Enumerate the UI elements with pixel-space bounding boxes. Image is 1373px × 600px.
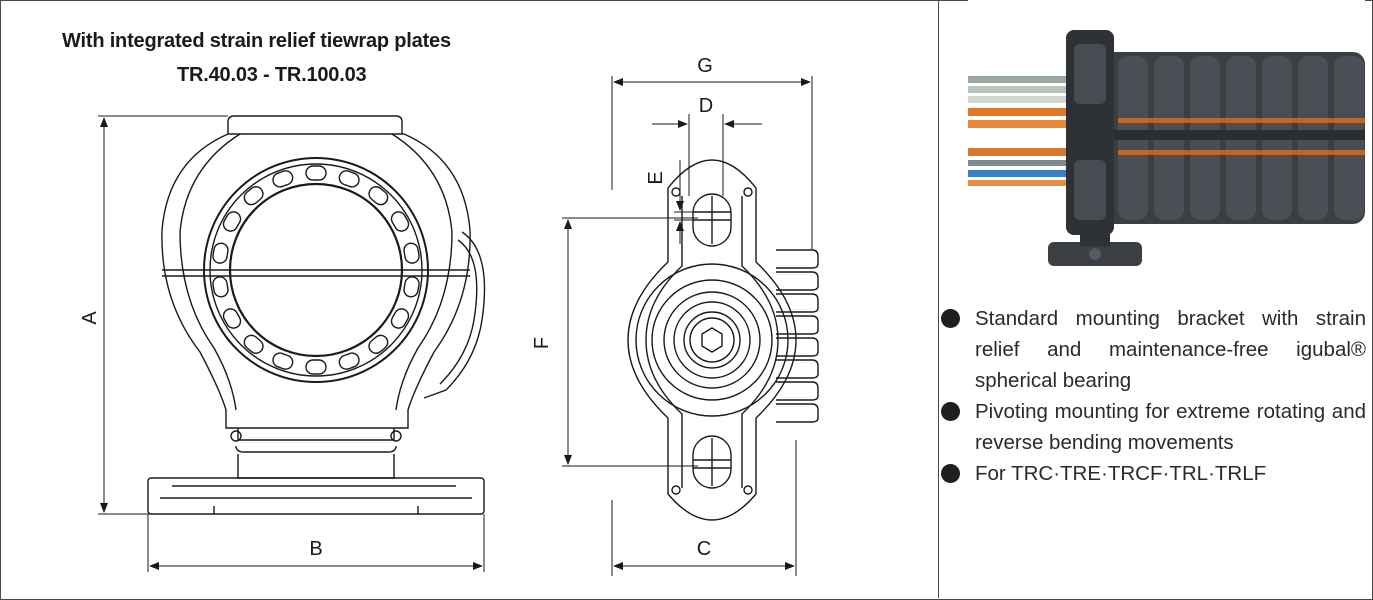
tiewrap-slot	[403, 242, 420, 264]
strain-relief-fin	[776, 403, 819, 423]
bullet-icon	[941, 402, 960, 421]
dim-label-a: A	[79, 311, 101, 325]
strain-relief-fin	[776, 337, 819, 357]
drawing-subtitle: TR.40.03 - TR.100.03	[177, 64, 367, 86]
feature-text: Pivoting mounting for extreme rotating a…	[975, 400, 1366, 454]
technical-drawing: A B	[79, 55, 819, 576]
tiewrap-slot	[243, 186, 264, 206]
tiewrap-slot	[222, 211, 242, 232]
dim-label-g: G	[697, 55, 713, 77]
tiewrap-slot	[212, 242, 229, 264]
orange-inner-strips	[1118, 118, 1365, 155]
dim-label-c: C	[697, 538, 711, 560]
drawing-title: With integrated strain relief tiewrap pl…	[62, 30, 451, 52]
feature-item: Pivoting mounting for extreme rotating a…	[941, 396, 1366, 458]
dim-label-d: D	[699, 95, 713, 117]
tiewrap-slot	[368, 334, 389, 354]
strain-relief-fins	[776, 249, 819, 423]
tiewrap-slot	[272, 352, 294, 370]
cables	[968, 76, 1080, 186]
product-photo	[968, 0, 1365, 275]
feature-item: For TRC·TRE·TRCF·TRL·TRLF	[941, 458, 1366, 489]
column-divider	[938, 0, 939, 598]
tiewrap-slot	[368, 186, 389, 206]
tiewrap-slot	[243, 334, 264, 354]
front-view	[147, 115, 486, 515]
tiewrap-slot	[403, 276, 420, 298]
bullet-icon	[941, 309, 960, 328]
tiewrap-slot	[212, 276, 229, 298]
tiewrap-slots	[212, 165, 420, 375]
tiewrap-slot	[272, 170, 294, 188]
tiewrap-slot	[222, 308, 242, 329]
tiewrap-slot	[390, 211, 410, 232]
tiewrap-slot	[338, 170, 360, 188]
side-view	[627, 159, 819, 521]
tiewrap-slot	[305, 359, 327, 375]
strain-relief-fin	[776, 359, 819, 379]
tiewrap-slot	[338, 352, 360, 370]
strain-relief-fin	[776, 249, 819, 269]
dim-label-e: E	[645, 171, 667, 184]
dim-label-b: B	[309, 538, 322, 560]
side-dimensions	[562, 76, 813, 576]
strain-relief-fin	[776, 271, 819, 291]
strain-relief-fin	[776, 381, 819, 401]
front-dimensions	[98, 115, 485, 572]
bullet-icon	[941, 464, 960, 483]
feature-item: Standard mounting bracket with strain re…	[941, 303, 1366, 396]
feature-text: Standard mounting bracket with strain re…	[975, 307, 1366, 392]
feature-text: For TRC·TRE·TRCF·TRL·TRLF	[975, 462, 1267, 485]
strain-relief-fin	[776, 293, 819, 313]
feature-list: Standard mounting bracket with strain re…	[941, 303, 1366, 489]
tiewrap-slot	[390, 308, 410, 329]
strain-relief-fin	[776, 315, 819, 335]
dim-label-f: F	[531, 337, 553, 349]
tiewrap-slot	[305, 165, 327, 181]
